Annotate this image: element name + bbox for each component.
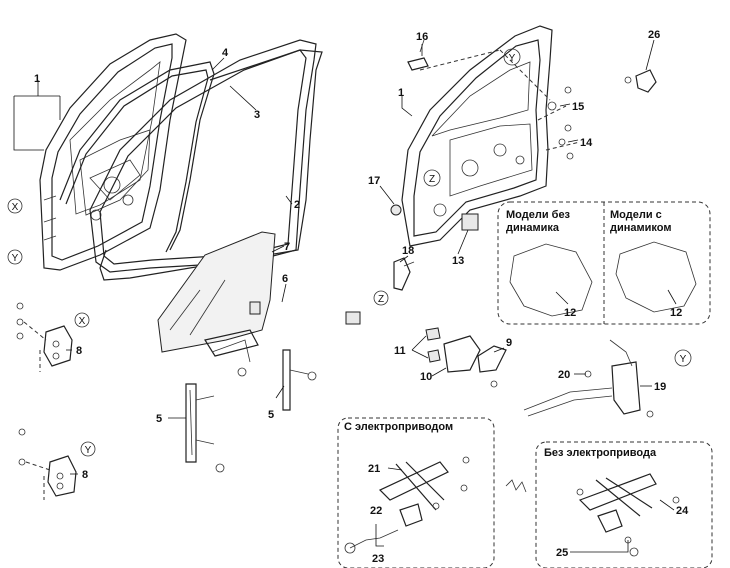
glass-bracket-6 <box>204 301 261 377</box>
label-3: 3 <box>254 109 260 121</box>
svg-text:Y: Y <box>12 253 19 264</box>
door-hinge-upper-8 <box>16 302 73 372</box>
label-12-left: 12 <box>564 307 576 319</box>
label-25: 25 <box>556 547 568 559</box>
door-shell-right <box>401 25 581 247</box>
label-26: 26 <box>648 29 660 41</box>
label-14: 14 <box>580 137 593 149</box>
label-17: 17 <box>368 175 380 187</box>
label-4: 4 <box>222 47 229 59</box>
ref-circle-z-1: Z <box>423 169 441 187</box>
ref-circle-x-2: X <box>74 312 90 328</box>
clip-17 <box>390 204 402 216</box>
manual-regulator-box <box>535 441 713 568</box>
door-lock-19 <box>523 339 654 418</box>
seal-pad-13 <box>461 213 479 231</box>
label-6: 6 <box>282 273 288 285</box>
label-2: 2 <box>294 199 300 211</box>
label-21: 21 <box>368 463 380 475</box>
part-labels: 1 4 3 2 7 6 8 8 5 5 16 1 26 15 14 17 13 … <box>34 29 689 565</box>
svg-text:Y: Y <box>85 445 92 456</box>
ref-circle-y-3: Y <box>503 48 521 66</box>
label-5-right: 5 <box>268 409 274 421</box>
door-shell-left <box>39 33 187 271</box>
label-5-left: 5 <box>156 413 162 425</box>
door-seal-3 <box>89 39 317 273</box>
door-hinge-lower-8 <box>18 428 77 500</box>
leader-lines <box>13 39 677 553</box>
label-19: 19 <box>654 381 666 393</box>
door-weatherstrip-4 <box>59 61 215 253</box>
lock-rod-18 <box>393 257 415 291</box>
label-1-right: 1 <box>398 87 404 99</box>
fasteners-15-14 <box>547 86 574 160</box>
caption-with-speaker-line1: Модели с <box>610 209 662 221</box>
ref-circle-y-1: Y <box>7 249 23 265</box>
svg-text:X: X <box>79 316 86 327</box>
clips-between-boxes <box>505 479 527 493</box>
speaker-panels-group <box>497 201 711 325</box>
label-7: 7 <box>284 241 290 253</box>
label-8-lower: 8 <box>82 469 88 481</box>
outer-handle-9-10-11 <box>425 327 507 388</box>
label-13: 13 <box>452 255 464 267</box>
svg-text:Z: Z <box>378 294 384 305</box>
door-seal-2 <box>99 49 323 281</box>
caption-power-window: С электроприводом <box>344 421 453 433</box>
label-20: 20 <box>558 369 570 381</box>
mirror-bracket-16 <box>407 39 429 71</box>
striker-26 <box>624 69 657 93</box>
label-23: 23 <box>372 553 384 565</box>
ref-circle-z-2: Z <box>373 290 389 306</box>
label-1-left: 1 <box>34 73 40 85</box>
label-24: 24 <box>676 505 689 517</box>
guide-rail-5-center <box>185 383 225 473</box>
label-18: 18 <box>402 245 414 257</box>
ref-circle-y-2: Y <box>80 441 96 457</box>
ref-circle-y-4: Y <box>674 349 692 367</box>
label-22: 22 <box>370 505 382 517</box>
label-11: 11 <box>394 345 406 357</box>
small-pad <box>345 311 361 325</box>
power-regulator-box <box>337 417 495 568</box>
ref-circle-x-1: X <box>7 198 23 214</box>
caption-no-speaker-line2: динамика <box>506 222 560 234</box>
label-8-upper: 8 <box>76 345 82 357</box>
svg-text:Y: Y <box>509 53 516 64</box>
svg-text:X: X <box>12 202 19 213</box>
caption-no-speaker-line1: Модели без <box>506 209 571 221</box>
label-9: 9 <box>506 337 512 349</box>
caption-with-speaker-line2: динамиком <box>610 222 671 234</box>
caption-manual-window: Без электропривода <box>544 447 657 459</box>
svg-text:Z: Z <box>429 174 435 185</box>
label-16: 16 <box>416 31 428 43</box>
label-10: 10 <box>420 371 432 383</box>
guide-rail-5-right <box>282 349 317 411</box>
label-12-right: 12 <box>670 307 682 319</box>
label-15: 15 <box>572 101 584 113</box>
svg-text:Y: Y <box>680 354 687 365</box>
window-glass-7 <box>157 231 276 353</box>
captions: Модели без динамика Модели с динамиком С… <box>344 209 671 459</box>
